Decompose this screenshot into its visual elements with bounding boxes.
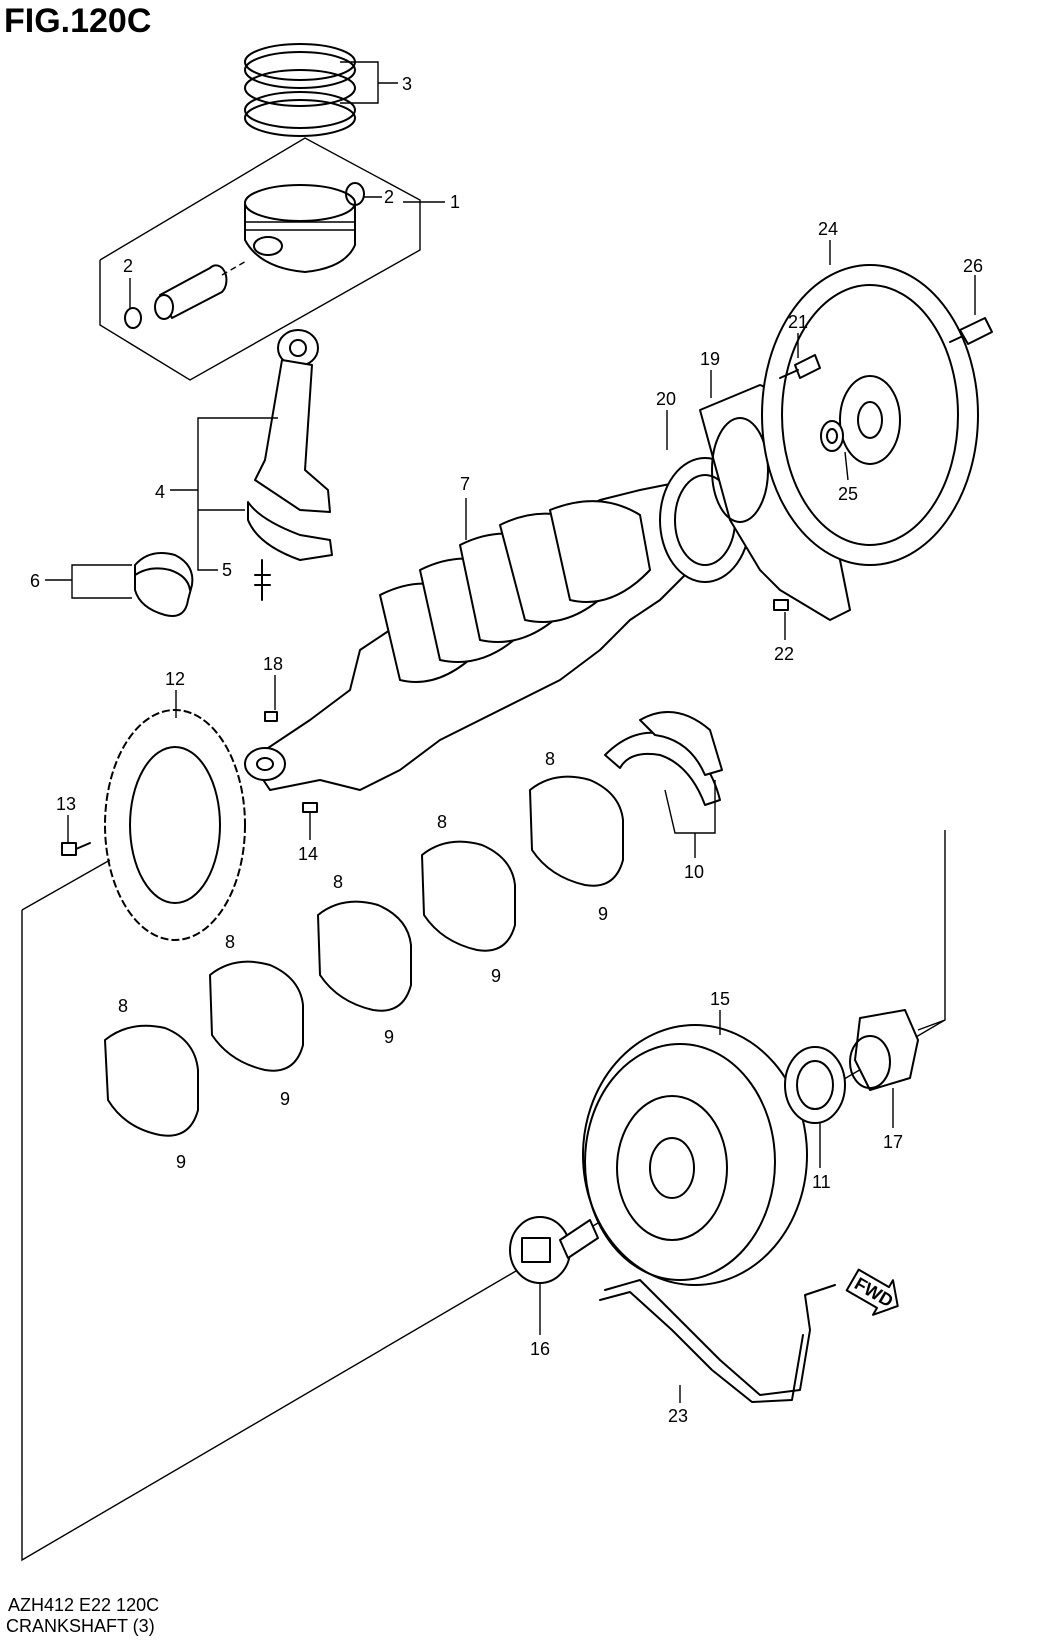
timing-sprocket — [104, 709, 246, 941]
callout-9b: 9 — [280, 1089, 290, 1109]
callout-11: 11 — [812, 1172, 831, 1192]
callout-14: 14 — [298, 844, 318, 864]
callout-19: 19 — [700, 349, 720, 369]
callout-1: 1 — [450, 192, 460, 212]
conrod-bearing — [134, 552, 194, 617]
callout-15: 15 — [710, 989, 730, 1009]
callout-24: 24 — [818, 219, 838, 239]
piston-pin — [124, 259, 249, 329]
callout-16: 16 — [530, 1339, 550, 1359]
callout-8b: 8 — [225, 932, 235, 952]
callout-7: 7 — [460, 474, 470, 494]
callout-2a: 2 — [384, 187, 394, 207]
callout-12: 12 — [165, 669, 185, 689]
callout-6: 6 — [30, 571, 40, 591]
sprocket-bolt — [61, 842, 91, 856]
diagram-code: AZH412 E22 120C — [8, 1595, 160, 1615]
callout-17: 17 — [883, 1132, 903, 1152]
dowel-pin — [773, 599, 789, 611]
diagram-caption: CRANKSHAFT (3) — [6, 1616, 155, 1636]
crank-key — [302, 802, 318, 813]
callout-21: 21 — [788, 312, 808, 332]
callout-25: 25 — [838, 484, 858, 504]
callout-13: 13 — [56, 794, 76, 814]
callout-10: 10 — [684, 862, 704, 882]
callout-labels: 1 2 2 3 4 5 6 7 8 8 8 8 8 9 9 9 9 9 10 1… — [30, 74, 983, 1426]
callout-8c: 8 — [333, 872, 343, 892]
connecting-rod — [247, 329, 333, 601]
piston-group-frame — [99, 137, 421, 381]
crank-gear — [849, 1009, 919, 1091]
lower-frame — [21, 830, 946, 1562]
lower-frame-top — [21, 859, 111, 911]
leader-lines — [45, 61, 976, 1403]
callout-9c: 9 — [384, 1027, 394, 1047]
callout-4: 4 — [155, 482, 165, 502]
callout-23: 23 — [668, 1406, 688, 1426]
crankshaft — [244, 457, 751, 791]
fwd-arrow: FWD — [845, 1268, 899, 1316]
flywheel — [761, 264, 979, 566]
pulley-bolt — [509, 1216, 599, 1284]
piston — [244, 182, 365, 273]
piston-rings — [244, 43, 356, 137]
callout-8a: 8 — [118, 996, 128, 1016]
woodruff-key — [264, 711, 278, 722]
main-bearing-set — [104, 775, 624, 1137]
callout-9a: 9 — [176, 1152, 186, 1172]
housing-bolt — [779, 354, 821, 379]
callout-8e: 8 — [545, 749, 555, 769]
thrust-washers — [604, 711, 723, 806]
crank-pulley — [582, 1024, 808, 1286]
front-oil-seal — [784, 1046, 846, 1124]
callout-3: 3 — [402, 74, 412, 94]
callout-5: 5 — [222, 560, 232, 580]
callout-26: 26 — [963, 256, 983, 276]
callout-8d: 8 — [437, 812, 447, 832]
callout-22: 22 — [774, 644, 794, 664]
callout-18: 18 — [263, 654, 283, 674]
callout-9e: 9 — [598, 904, 608, 924]
callout-2b: 2 — [123, 256, 133, 276]
callout-20: 20 — [656, 389, 676, 409]
flywheel-bolt — [949, 317, 993, 345]
callout-9d: 9 — [491, 966, 501, 986]
drive-belt — [599, 1279, 836, 1403]
figure-title: FIG.120C — [4, 2, 152, 40]
